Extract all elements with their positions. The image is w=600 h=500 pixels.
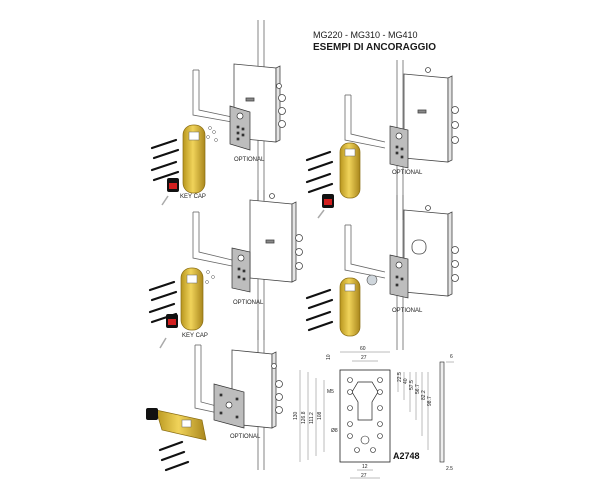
dim-left-3: 108 [317, 411, 323, 420]
models-heading: MG220 - MG310 - MG410 [313, 30, 418, 40]
dim-side-0: 6 [450, 354, 453, 360]
rosette-4 [366, 274, 378, 286]
washers-1 [206, 126, 218, 142]
optional-plate-4 [389, 254, 409, 299]
dim-bottom-1: 27 [361, 473, 367, 479]
lock-body-4 [403, 205, 459, 297]
side-profile [439, 361, 445, 463]
key-cap-3 [159, 314, 178, 349]
dim-top-0: 60 [360, 346, 366, 352]
dim-misc-2: Ø8 [331, 428, 338, 434]
dim-right-0: 22.5 [397, 372, 403, 382]
page-title: ESEMPI DI ANCORAGGIO [313, 42, 436, 53]
dim-left-2: 111.2 [309, 412, 315, 424]
dim-top-1: 27 [361, 355, 367, 361]
scene-3: OPTIONAL KEY CAP [148, 190, 303, 349]
brass-defender-4 [339, 277, 361, 337]
technical-drawing: A2748 60 27 130 126.8 111.2 108 22.5 40 … [293, 346, 454, 479]
screws-5 [158, 440, 190, 472]
lock-body-3 [249, 193, 303, 283]
washers-3 [205, 270, 215, 284]
scene-4: OPTIONAL [305, 195, 459, 350]
dim-side-1: 2.5 [446, 466, 453, 472]
screws-4 [305, 288, 334, 332]
key-cap-label-1: KEY CAP [180, 194, 206, 200]
scene-2: OPTIONAL [305, 60, 459, 220]
plate-holes [347, 377, 383, 453]
scene-5: OPTIONAL [146, 330, 283, 472]
screws-2 [305, 150, 334, 194]
dim-right-1: 40 [403, 378, 409, 384]
central-cutout [351, 381, 379, 421]
optional-plate-2 [389, 125, 409, 169]
optional-plate-5 [213, 383, 245, 429]
dimension-lines [299, 351, 454, 479]
screws-1 [150, 138, 180, 182]
key-cap-5 [146, 408, 158, 420]
dim-right-3: 56.7 [415, 384, 421, 394]
key-cap-2 [317, 194, 334, 219]
brass-defender-5 [155, 409, 207, 441]
dim-misc-1: M5 [327, 389, 334, 395]
optional-label-5: OPTIONAL [230, 434, 261, 440]
brass-defender-1 [182, 124, 206, 194]
optional-label-4: OPTIONAL [392, 308, 423, 314]
dim-left-1: 126.8 [301, 411, 307, 424]
key-cap-1 [161, 178, 179, 206]
dim-left-0: 130 [293, 411, 299, 420]
dim-right-4: 82.2 [421, 390, 427, 400]
brass-defender-2 [339, 142, 361, 199]
brass-defender-3 [180, 267, 204, 331]
optional-label-1: OPTIONAL [234, 157, 265, 163]
scene-1: OPTIONAL KEY CAP [150, 20, 286, 206]
dim-right-5: 98.7 [427, 396, 433, 406]
drawing-code: A2748 [393, 451, 420, 461]
optional-label-2: OPTIONAL [392, 170, 423, 176]
dim-bottom-0: 12 [362, 464, 368, 470]
dim-right-2: 57.5 [409, 380, 415, 390]
dim-misc-0: 10 [326, 354, 332, 360]
optional-plate-1 [229, 105, 251, 151]
optional-plate-3 [231, 247, 251, 293]
optional-label-3: OPTIONAL [233, 300, 264, 306]
key-cap-label-3: KEY CAP [182, 333, 208, 339]
lock-body-2 [403, 67, 459, 163]
